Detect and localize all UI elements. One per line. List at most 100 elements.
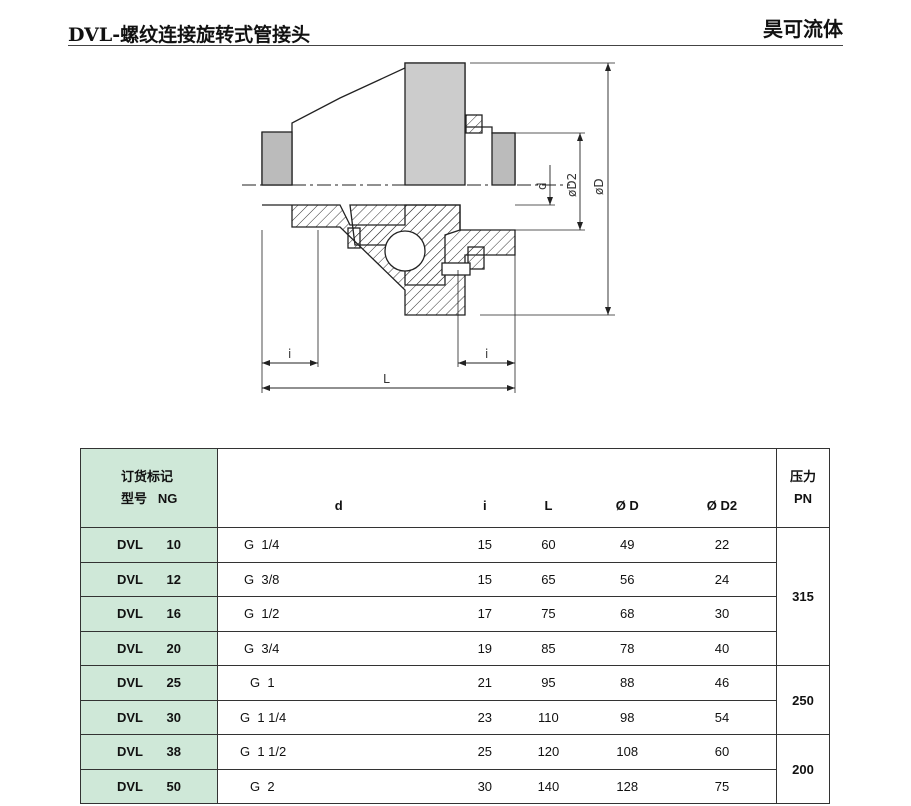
right-port bbox=[491, 132, 516, 186]
cell-i: 21 bbox=[459, 665, 511, 701]
model-ng: 38 bbox=[166, 744, 181, 760]
cell-d: G 1 1/4 bbox=[217, 699, 460, 735]
cell-d: G 1 1/2 bbox=[217, 734, 460, 770]
cell-L: 85 bbox=[510, 630, 587, 666]
cell-D: 98 bbox=[586, 699, 668, 735]
cell-d: G 3/4 bbox=[217, 630, 460, 666]
cell-L: 65 bbox=[510, 561, 587, 597]
cell-D: 108 bbox=[586, 734, 668, 770]
cell-D: 49 bbox=[586, 527, 668, 563]
model-code: DVL bbox=[117, 571, 143, 587]
table-row: DVL 10 G 1/4 15 60 49 22 315 bbox=[80, 527, 830, 666]
cell-d: G 1 bbox=[217, 665, 460, 701]
cell-d: G 2 bbox=[217, 768, 460, 804]
model-code: DVL bbox=[117, 640, 143, 656]
label-d: d bbox=[535, 182, 549, 190]
cell-pressure-group: 200 bbox=[776, 734, 830, 804]
seal-ring-right bbox=[467, 246, 485, 270]
brand-name: 昊可流体 bbox=[763, 17, 843, 41]
seal-ring-bottom bbox=[347, 227, 361, 249]
table-row: DVL 38 G 1 1/2 25 120 108 60 200 bbox=[80, 734, 830, 804]
model-code: DVL bbox=[117, 537, 143, 553]
housing-block bbox=[404, 62, 466, 186]
label-i-right: i bbox=[485, 347, 488, 361]
technical-drawing: i i L d øD2 øD bbox=[242, 62, 615, 393]
cell-model: DVL 30 bbox=[80, 699, 218, 735]
cell-L: 140 bbox=[510, 768, 587, 804]
header-rule bbox=[68, 45, 843, 46]
cell-D2: 40 bbox=[667, 630, 777, 666]
model-ng: 20 bbox=[166, 640, 181, 656]
cell-D2: 46 bbox=[667, 665, 777, 701]
cell-D2: 54 bbox=[667, 699, 777, 735]
cell-d: G 1/2 bbox=[217, 596, 460, 632]
cell-i: 15 bbox=[459, 561, 511, 597]
cell-D: 128 bbox=[586, 768, 668, 804]
cell-D: 56 bbox=[586, 561, 668, 597]
model-ng: 16 bbox=[166, 606, 181, 622]
model-code: DVL bbox=[117, 606, 143, 622]
label-i-left: i bbox=[288, 347, 291, 361]
left-port bbox=[261, 131, 293, 186]
cell-model: DVL 10 bbox=[80, 527, 218, 563]
model-code: DVL bbox=[117, 675, 143, 691]
label-D2: øD2 bbox=[565, 173, 579, 197]
label-L: L bbox=[383, 372, 390, 386]
header-L: L bbox=[510, 448, 587, 528]
cell-pressure-group: 315 bbox=[776, 527, 830, 666]
header-pressure: 压力 PN bbox=[776, 448, 830, 528]
cell-model: DVL 20 bbox=[80, 630, 218, 666]
model-code: DVL bbox=[117, 709, 143, 725]
header-order-mark: 订货标记 bbox=[121, 469, 174, 484]
cell-L: 120 bbox=[510, 734, 587, 770]
cell-L: 95 bbox=[510, 665, 587, 701]
cell-D2: 24 bbox=[667, 561, 777, 597]
header-model: 型号 NG bbox=[121, 491, 178, 506]
table-header-row: 订货标记 型号 NG d i L Ø D Ø D2 压力 PN bbox=[80, 448, 830, 528]
cell-d: G 3/8 bbox=[217, 561, 460, 597]
cell-D2: 60 bbox=[667, 734, 777, 770]
spec-table: 订货标记 型号 NG d i L Ø D Ø D2 压力 PN DVL 10 G … bbox=[80, 448, 830, 804]
cell-D: 78 bbox=[586, 630, 668, 666]
model-code: DVL bbox=[117, 744, 143, 760]
header-i: i bbox=[459, 448, 511, 528]
cell-D2: 30 bbox=[667, 596, 777, 632]
label-D: øD bbox=[592, 178, 606, 195]
cell-D2: 22 bbox=[667, 527, 777, 563]
page-title: DVL-螺纹连接旋转式管接头 bbox=[68, 24, 311, 46]
table-row: DVL 16 G 1/2 17 75 68 30 bbox=[80, 596, 830, 632]
model-ng: 30 bbox=[166, 709, 181, 725]
cell-D: 68 bbox=[586, 596, 668, 632]
set-screw bbox=[441, 262, 471, 276]
table-row: DVL 30 G 1 1/4 23 110 98 54 bbox=[80, 699, 830, 735]
cell-D2: 75 bbox=[667, 768, 777, 804]
model-ng: 50 bbox=[166, 778, 181, 794]
cell-i: 30 bbox=[459, 768, 511, 804]
cell-L: 75 bbox=[510, 596, 587, 632]
cell-i: 23 bbox=[459, 699, 511, 735]
header-d: d bbox=[217, 448, 460, 528]
cell-pressure-group: 250 bbox=[776, 665, 830, 735]
header-pn-label: PN bbox=[793, 491, 813, 506]
model-ng: 10 bbox=[166, 537, 181, 553]
header-model-ng: 订货标记 型号 NG bbox=[80, 448, 218, 528]
ball bbox=[384, 230, 426, 272]
cell-model: DVL 16 bbox=[80, 596, 218, 632]
cell-D: 88 bbox=[586, 665, 668, 701]
table-row: DVL 50 G 2 30 140 128 75 bbox=[80, 768, 830, 804]
cell-model: DVL 38 bbox=[80, 734, 218, 770]
model-code: DVL bbox=[117, 778, 143, 794]
cell-i: 25 bbox=[459, 734, 511, 770]
cell-L: 110 bbox=[510, 699, 587, 735]
seal-ring-top bbox=[465, 114, 483, 134]
cell-i: 17 bbox=[459, 596, 511, 632]
cell-i: 15 bbox=[459, 527, 511, 563]
cell-L: 60 bbox=[510, 527, 587, 563]
cell-d: G 1/4 bbox=[217, 527, 460, 563]
header-pressure-label: 压力 bbox=[789, 469, 816, 484]
